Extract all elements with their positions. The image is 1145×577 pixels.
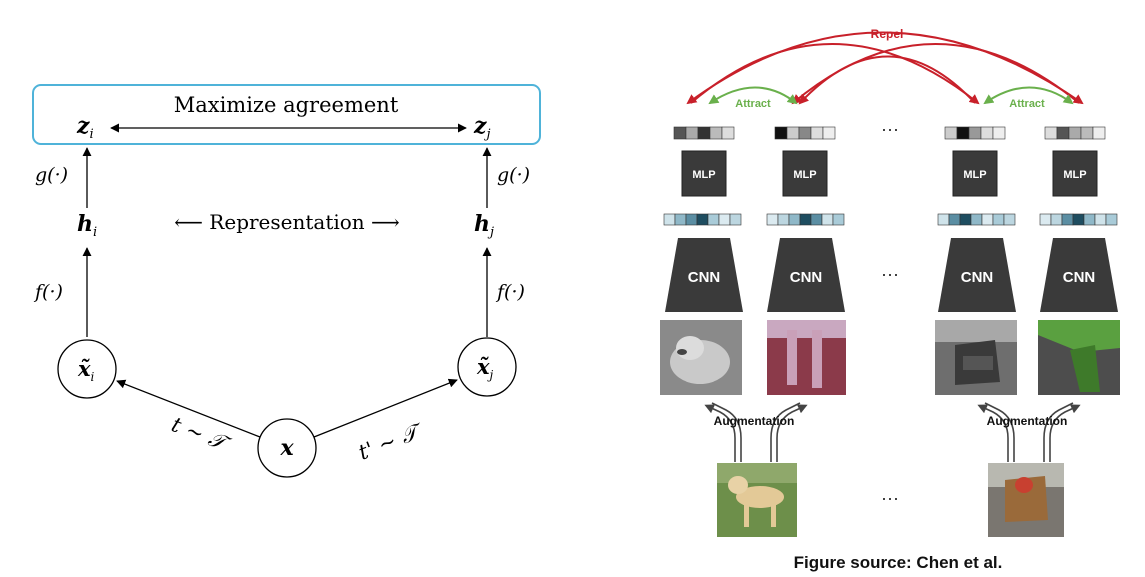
ellipsis-bottom: ··· <box>881 488 899 508</box>
augmented-view-j-node <box>457 337 517 397</box>
projection-vector-4 <box>1044 126 1106 140</box>
cnn-block-1 <box>665 238 743 312</box>
repel-arrows <box>686 31 1084 105</box>
augmentation-arrows-left <box>704 402 808 462</box>
original-chair-image <box>988 463 1064 537</box>
representation-vector-3 <box>937 213 1016 226</box>
repel-label: Repel <box>871 27 904 41</box>
cnn-label-3: CNN <box>961 269 994 286</box>
figure-source-caption: Figure source: Chen et al. <box>794 553 1003 572</box>
augment-arrow-left <box>116 379 261 438</box>
cnn-block-4 <box>1040 238 1118 312</box>
mlp-label-2: MLP <box>793 169 816 181</box>
maximize-agreement-label: Maximize agreement <box>174 93 399 117</box>
representation-vector-2 <box>766 213 845 226</box>
representation-vector-4 <box>1039 213 1118 226</box>
cnn-block-3 <box>938 238 1016 312</box>
h-i-label: hi <box>77 211 97 240</box>
attract-arrow-right <box>983 86 1074 105</box>
augmented-chair-green-crop-image <box>1038 320 1120 395</box>
cnn-label-1: CNN <box>688 269 721 286</box>
augment-arrow-right <box>313 378 458 438</box>
augmentation-label-right: Augmentation <box>987 414 1068 428</box>
projection-vector-1 <box>673 126 735 140</box>
mlp-block-1 <box>681 150 727 197</box>
ellipsis-top: ··· <box>881 119 899 139</box>
representation-vector-1 <box>663 213 742 226</box>
mlp-label-4: MLP <box>1063 169 1086 181</box>
simclr-framework-diagram: Maximize agreement zi zj g(·) g(·) hi hj… <box>32 84 541 478</box>
mlp-block-2 <box>782 150 828 197</box>
augmented-dog-legs-color-image <box>767 320 846 395</box>
augmented-view-i-node <box>57 339 117 399</box>
augmented-chair-grayscale-image <box>935 320 1017 395</box>
x-tilde-i-label: x̃i <box>77 356 95 384</box>
simclr-pipeline-illustration: Repel Attract Attract <box>660 27 1120 572</box>
z-j-label: zj <box>473 113 491 142</box>
mlp-block-3 <box>952 150 998 197</box>
projection-vector-3 <box>944 126 1006 140</box>
mlp-block-4 <box>1052 150 1098 197</box>
augmented-dog-grayscale-image <box>660 320 742 395</box>
mlp-label-3: MLP <box>963 169 986 181</box>
t-left-label: t ∼ 𝒯 <box>168 412 235 457</box>
f-label-left: f(·) <box>33 281 63 303</box>
g-label-left: g(·) <box>35 164 68 186</box>
h-j-label: hj <box>474 211 494 240</box>
augmentation-arrows-right <box>977 402 1081 462</box>
t-right-label: t' ∼ 𝒯 <box>355 418 427 465</box>
ellipsis-middle: ··· <box>881 264 899 284</box>
attract-label-right: Attract <box>1009 98 1045 110</box>
mlp-label-1: MLP <box>692 169 715 181</box>
cnn-label-4: CNN <box>1063 269 1096 286</box>
attract-arrow-left <box>708 86 798 105</box>
input-x-node <box>257 418 317 478</box>
cnn-block-2 <box>767 238 845 312</box>
augmentation-label-left: Augmentation <box>714 414 795 428</box>
x-label: x <box>279 435 294 461</box>
f-label-right: f(·) <box>495 281 525 303</box>
representation-label: ⟵ Representation ⟶ <box>174 210 399 234</box>
attract-label-left: Attract <box>735 98 771 110</box>
maximize-agreement-box <box>32 84 541 145</box>
g-label-right: g(·) <box>497 164 530 186</box>
x-tilde-j-label: x̃j <box>476 354 494 382</box>
cnn-label-2: CNN <box>790 269 823 286</box>
projection-vector-2 <box>774 126 836 140</box>
z-i-label: zi <box>76 113 94 142</box>
original-dog-image <box>717 463 797 537</box>
